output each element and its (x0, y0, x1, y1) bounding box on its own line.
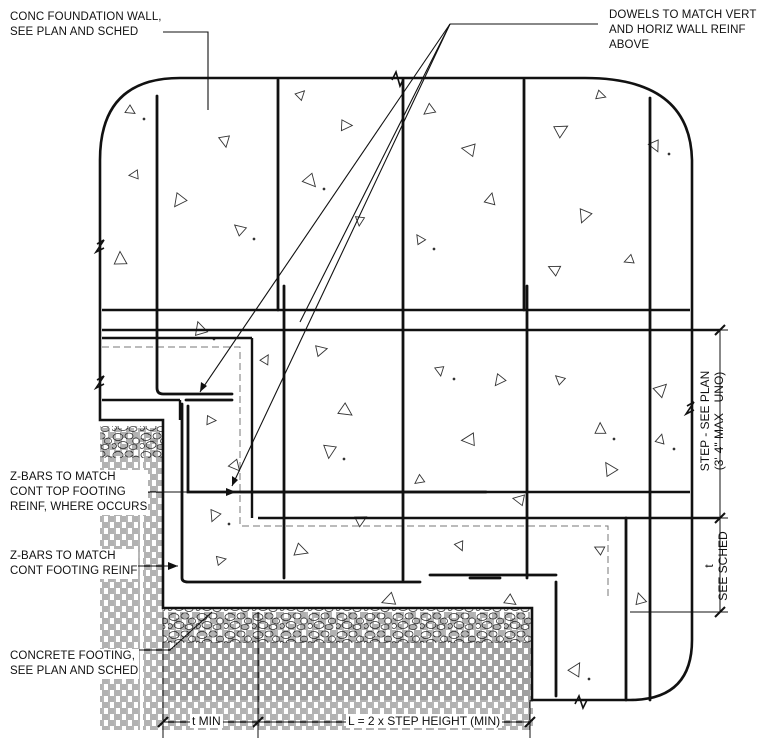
note-foundation-wall: CONC FOUNDATION WALL, SEE PLAN AND SCHED (9, 10, 163, 40)
concrete-outline (98, 76, 694, 702)
aggregate-mark (623, 253, 635, 264)
aggregate-mark (547, 265, 562, 277)
dim-length: L = 2 x STEP HEIGHT (MIN) (346, 714, 503, 728)
dimension-ticks (157, 324, 726, 728)
aggregate-mark (259, 353, 269, 366)
aggregate-mark (460, 432, 475, 447)
aggregate-mark (194, 320, 209, 336)
note-z-bars: Z-BARS TO MATCH CONT FOOTING REINF (9, 549, 139, 579)
note-line: SEE PLAN AND SCHED (10, 26, 139, 38)
dashed-top-reinf (102, 346, 609, 598)
note-line: Z-BARS TO MATCH (10, 550, 116, 562)
dim-thickness: t SEE SCHED (702, 531, 732, 601)
aggregate-mark (293, 542, 309, 556)
aggregate-dot (432, 247, 436, 251)
aggregate-mark (594, 421, 607, 434)
aggregate-dot (142, 117, 146, 121)
dim-t-min: t MIN (190, 714, 223, 728)
dim-line: (3'-4" MAX - UNO) (712, 371, 726, 471)
aggregate-mark (647, 139, 659, 153)
note-z-bars-top: Z-BARS TO MATCH CONT TOP FOOTING REINF, … (9, 470, 149, 515)
aggregate-mark (233, 224, 248, 237)
note-line: Z-BARS TO MATCH (10, 471, 116, 483)
aggregate-mark (635, 591, 648, 606)
aggregate-mark (210, 508, 222, 523)
aggregate-mark (593, 546, 606, 556)
note-line: DOWELS TO MATCH VERT (609, 9, 757, 21)
gravel-base (100, 426, 531, 643)
aggregate-mark (206, 414, 218, 426)
aggregate-mark (567, 661, 581, 678)
leader-arrowheads (168, 382, 238, 570)
break-marks (93, 69, 695, 711)
note-concrete-footing: CONCRETE FOOTING, SEE PLAN AND SCHED (9, 649, 140, 679)
dim-step: STEP - SEE PLAN (3'-4" MAX - UNO) (698, 356, 728, 486)
note-line: CONT TOP FOOTING (10, 486, 126, 498)
aggregate-mark (414, 473, 426, 485)
aggregate-mark (511, 494, 526, 507)
aggregate-mark (174, 191, 188, 208)
aggregate-mark (127, 169, 139, 180)
aggregate-dot (322, 187, 326, 191)
aggregate-mark (595, 89, 607, 100)
aggregate-mark (215, 555, 227, 567)
aggregate-mark (652, 383, 668, 399)
note-line: ABOVE (609, 39, 650, 51)
aggregate-mark (227, 458, 241, 472)
aggregate-mark (416, 233, 427, 246)
note-line: CONCRETE FOOTING, (10, 650, 136, 662)
aggregate-dot (587, 677, 591, 681)
concrete-aggregate (113, 89, 676, 681)
aggregate-dot (342, 457, 346, 461)
aggregate-mark (423, 102, 437, 115)
aggregate-mark (483, 191, 496, 206)
aggregate-mark (460, 143, 476, 158)
note-line: AND HORIZ WALL REINF (609, 24, 746, 36)
aggregate-mark (553, 125, 569, 139)
aggregate-mark (494, 372, 507, 387)
aggregate-mark (453, 540, 464, 552)
leader-lines (135, 23, 598, 651)
dim-line: t (702, 564, 716, 568)
aggregate-mark (433, 366, 445, 378)
aggregate-mark (113, 250, 128, 265)
aggregate-mark (337, 402, 353, 416)
note-line: REINF, WHERE OCCURS (10, 501, 148, 513)
aggregate-mark (340, 119, 354, 132)
dim-line: SEE SCHED (716, 531, 730, 601)
note-dowels: DOWELS TO MATCH VERT AND HORIZ WALL REIN… (608, 8, 758, 53)
aggregate-mark (554, 375, 567, 386)
note-line: CONC FOUNDATION WALL, (10, 11, 162, 23)
aggregate-dot (452, 377, 456, 381)
note-line: SEE PLAN AND SCHED (10, 665, 139, 677)
dim-line: STEP - SEE PLAN (698, 370, 712, 472)
aggregate-dot (612, 437, 616, 441)
aggregate-mark (654, 433, 665, 445)
aggregate-mark (579, 208, 593, 224)
aggregate-mark (380, 591, 397, 605)
aggregate-mark (605, 461, 619, 478)
aggregate-dot (252, 237, 256, 241)
vertical-rebar (155, 78, 652, 702)
aggregate-mark (124, 104, 136, 115)
aggregate-mark (503, 593, 517, 605)
aggregate-mark (217, 135, 231, 149)
aggregate-mark (301, 172, 317, 188)
aggregate-mark (315, 345, 329, 358)
aggregate-mark (323, 444, 338, 460)
note-line: CONT FOOTING REINF (10, 565, 138, 577)
aggregate-dot (672, 447, 676, 451)
aggregate-dot (667, 152, 671, 156)
aggregate-mark (294, 90, 306, 102)
aggregate-dot (227, 522, 231, 526)
